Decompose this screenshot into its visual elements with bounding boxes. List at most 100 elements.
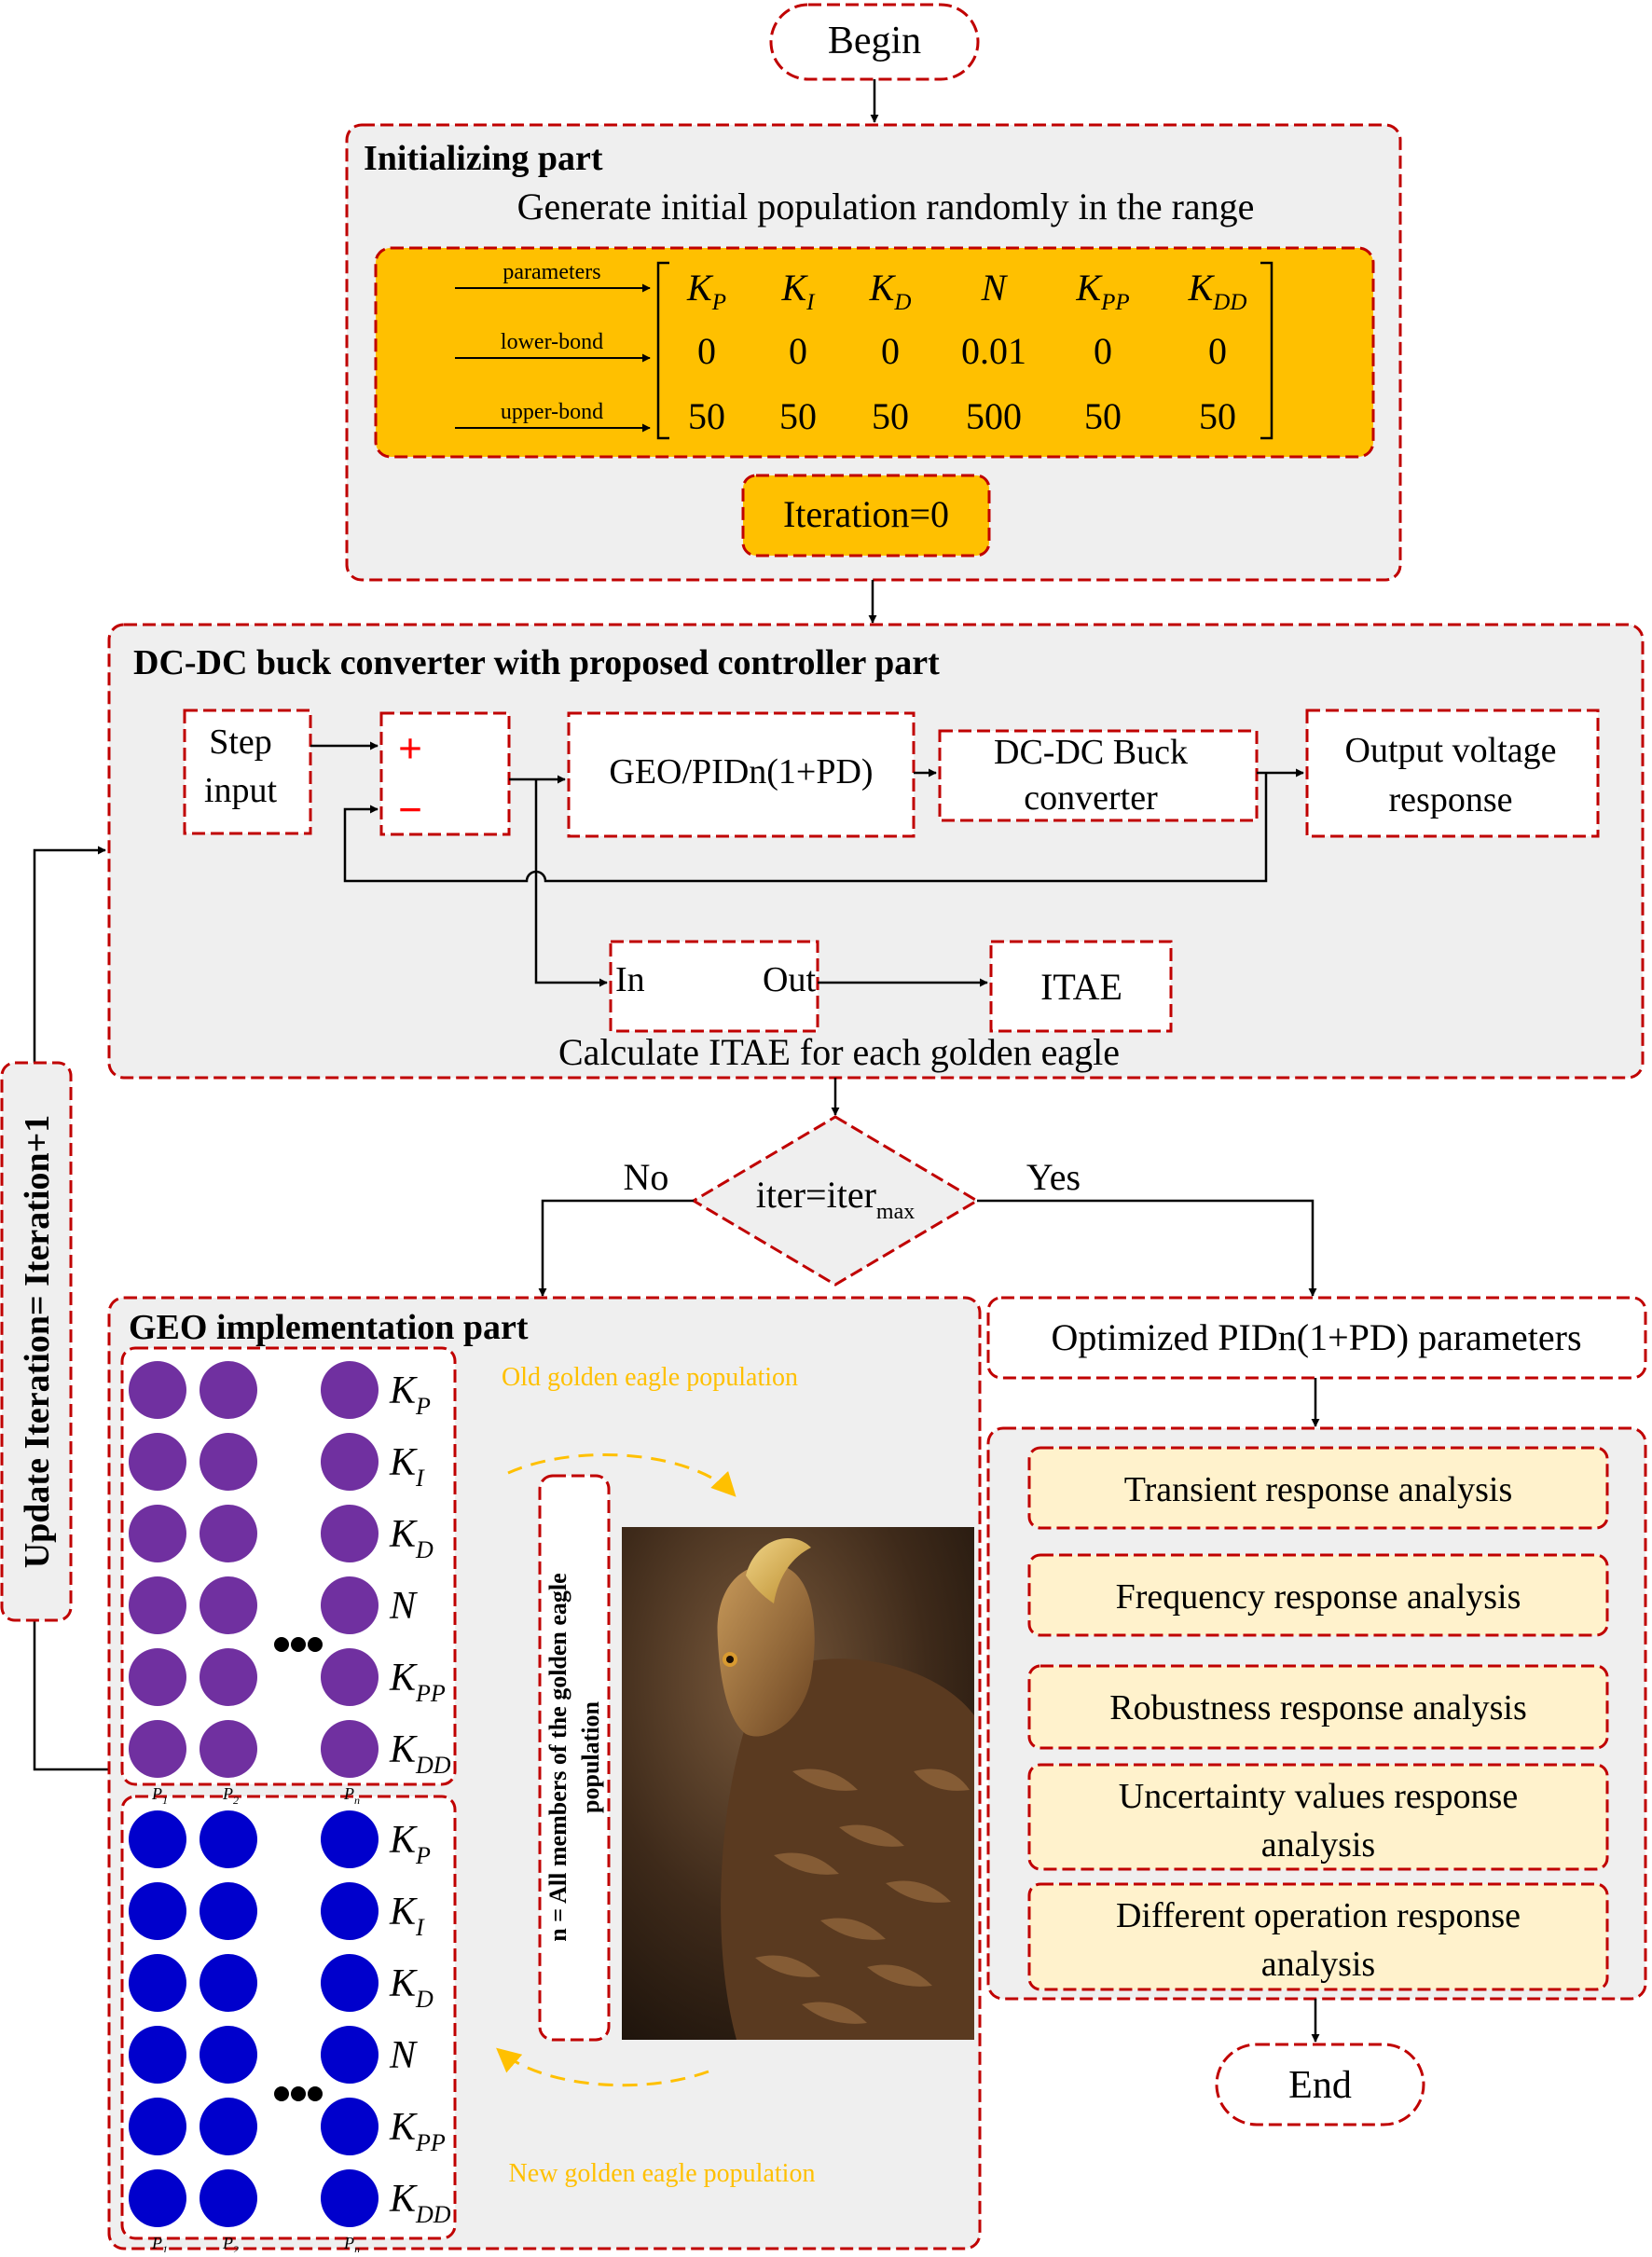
new-param-label: N: [389, 2034, 418, 2077]
new-column-label: P2: [222, 2234, 239, 2252]
matrix-left-bracket: [656, 261, 669, 440]
new-ellipsis-dot: [308, 2086, 323, 2101]
analysis-item: Frequency response analysis: [1027, 1553, 1609, 1637]
upper-bound-value: 500: [966, 395, 1022, 437]
param-header: KDD: [1188, 267, 1247, 315]
old-param-label: KDD: [389, 1728, 451, 1779]
golden-eagle-image: [622, 1527, 974, 2040]
new-param-label: KDD: [389, 2178, 451, 2228]
analysis-item: Different operation response analysis: [1027, 1882, 1609, 1991]
dc-dc-panel: DC-DC buck converter with proposed contr…: [107, 623, 1645, 1080]
initializing-subtitle: Generate initial population randomly in …: [517, 186, 1255, 227]
param-header: KD: [869, 267, 912, 315]
old-param-label: N: [389, 1585, 418, 1628]
old-eagle-dot: [200, 1433, 257, 1491]
param-header: KP: [686, 267, 726, 315]
iteration-zero-label: Iteration=0: [783, 493, 949, 535]
old-param-label: KD: [389, 1513, 434, 1563]
new-eagle-dot: [321, 1810, 379, 1868]
matrix-right-bracket: [1260, 261, 1273, 440]
step-input-line2: input: [204, 771, 278, 810]
old-column-label: Pn: [343, 1784, 360, 1807]
old-param-label: KPP: [389, 1657, 446, 1707]
new-eagle-dot: [200, 2098, 257, 2155]
upper-bound-value: 50: [779, 395, 817, 437]
new-column-label: Pn: [343, 2234, 360, 2252]
old-eagle-dot: [129, 1433, 186, 1491]
decision-text: iter=itermax: [756, 1174, 915, 1224]
step-input-line1: Step: [209, 723, 272, 762]
old-eagle-dot: [321, 1648, 379, 1706]
itae-block: ITAE: [989, 940, 1173, 1033]
new-param-label: KP: [389, 1819, 431, 1869]
lower-bound-value: 0.01: [961, 330, 1026, 372]
new-ellipsis-dot: [291, 2086, 306, 2101]
calc-itae-label: Calculate ITAE for each golden eagle: [558, 1031, 1120, 1073]
parameter-range-box: parameters lower-bond upper-bond KP050KI…: [374, 246, 1375, 459]
analysis-label-line2: analysis: [1261, 1945, 1375, 1984]
old-eagle-dot: [321, 1433, 379, 1491]
upper-bound-value: 50: [688, 395, 725, 437]
row-label-lower: lower-bond: [501, 330, 603, 354]
old-eagle-dot: [200, 1648, 257, 1706]
param-header: KPP: [1075, 267, 1129, 315]
new-eagle-dot: [200, 2169, 257, 2227]
old-ellipsis-dot: [291, 1637, 306, 1652]
old-column-label: P2: [222, 1784, 239, 1807]
new-eagle-dot: [200, 1954, 257, 2012]
new-eagle-dot: [321, 2026, 379, 2084]
iteration-zero-box: Iteration=0: [741, 474, 991, 557]
lower-bound-value: 0: [881, 330, 900, 372]
output-voltage-block: Output voltage response: [1305, 709, 1600, 838]
begin-terminal: Begin: [769, 3, 980, 81]
begin-label: Begin: [828, 20, 921, 62]
old-eagle-dot: [129, 1648, 186, 1706]
in-out-block: In Out: [609, 940, 819, 1033]
old-ellipsis-dot: [274, 1637, 289, 1652]
lower-bound-value: 0: [1208, 330, 1227, 372]
members-line2: population: [577, 1700, 604, 1812]
end-label: End: [1288, 2064, 1352, 2107]
controller-label: GEO/PIDn(1+PD): [609, 752, 873, 791]
old-eagle-dot: [200, 1361, 257, 1419]
minus-sign: −: [398, 786, 422, 833]
old-eagle-dot: [200, 1720, 257, 1778]
new-param-label: KI: [389, 1891, 425, 1941]
new-population-label: New golden eagle population: [509, 2159, 816, 2188]
new-eagle-dot: [200, 1882, 257, 1940]
new-param-label: KPP: [389, 2106, 446, 2156]
new-eagle-dot: [129, 2026, 186, 2084]
step-input-block: Step input: [183, 709, 312, 835]
old-column-label: P1: [151, 1784, 168, 1807]
old-eagle-dot: [129, 1505, 186, 1562]
row-label-upper: upper-bond: [501, 400, 603, 424]
new-eagle-dot: [129, 1882, 186, 1940]
upper-bound-value: 50: [872, 395, 909, 437]
out-label: Out: [763, 960, 816, 999]
old-eagle-dot: [200, 1576, 257, 1634]
decision-diamond: iter=itermax: [691, 1115, 980, 1287]
upper-bound-value: 50: [1084, 395, 1122, 437]
initializing-panel: Initializing part Generate initial popul…: [345, 123, 1402, 582]
new-population-arrow: [496, 2047, 709, 2087]
new-eagle-dot: [129, 2169, 186, 2227]
new-eagle-dot: [129, 2098, 186, 2155]
old-eagle-dot: [129, 1576, 186, 1634]
decision-no-label: No: [624, 1156, 669, 1198]
geo-title: GEO implementation part: [129, 1308, 529, 1347]
new-ellipsis-dot: [274, 2086, 289, 2101]
output-line1: Output voltage: [1345, 731, 1557, 770]
analysis-label-line1: Different operation response: [1116, 1896, 1521, 1935]
analysis-label: Robustness response analysis: [1109, 1688, 1527, 1727]
lower-bound-value: 0: [789, 330, 807, 372]
buck-line2: converter: [1024, 778, 1158, 818]
decision-yes-label: Yes: [1026, 1156, 1081, 1198]
itae-label: ITAE: [1040, 966, 1122, 1008]
old-population-label: Old golden eagle population: [502, 1363, 798, 1392]
new-param-label: KD: [389, 1962, 434, 2013]
new-eagle-dot: [321, 1882, 379, 1940]
analysis-label: Transient response analysis: [1124, 1470, 1513, 1509]
